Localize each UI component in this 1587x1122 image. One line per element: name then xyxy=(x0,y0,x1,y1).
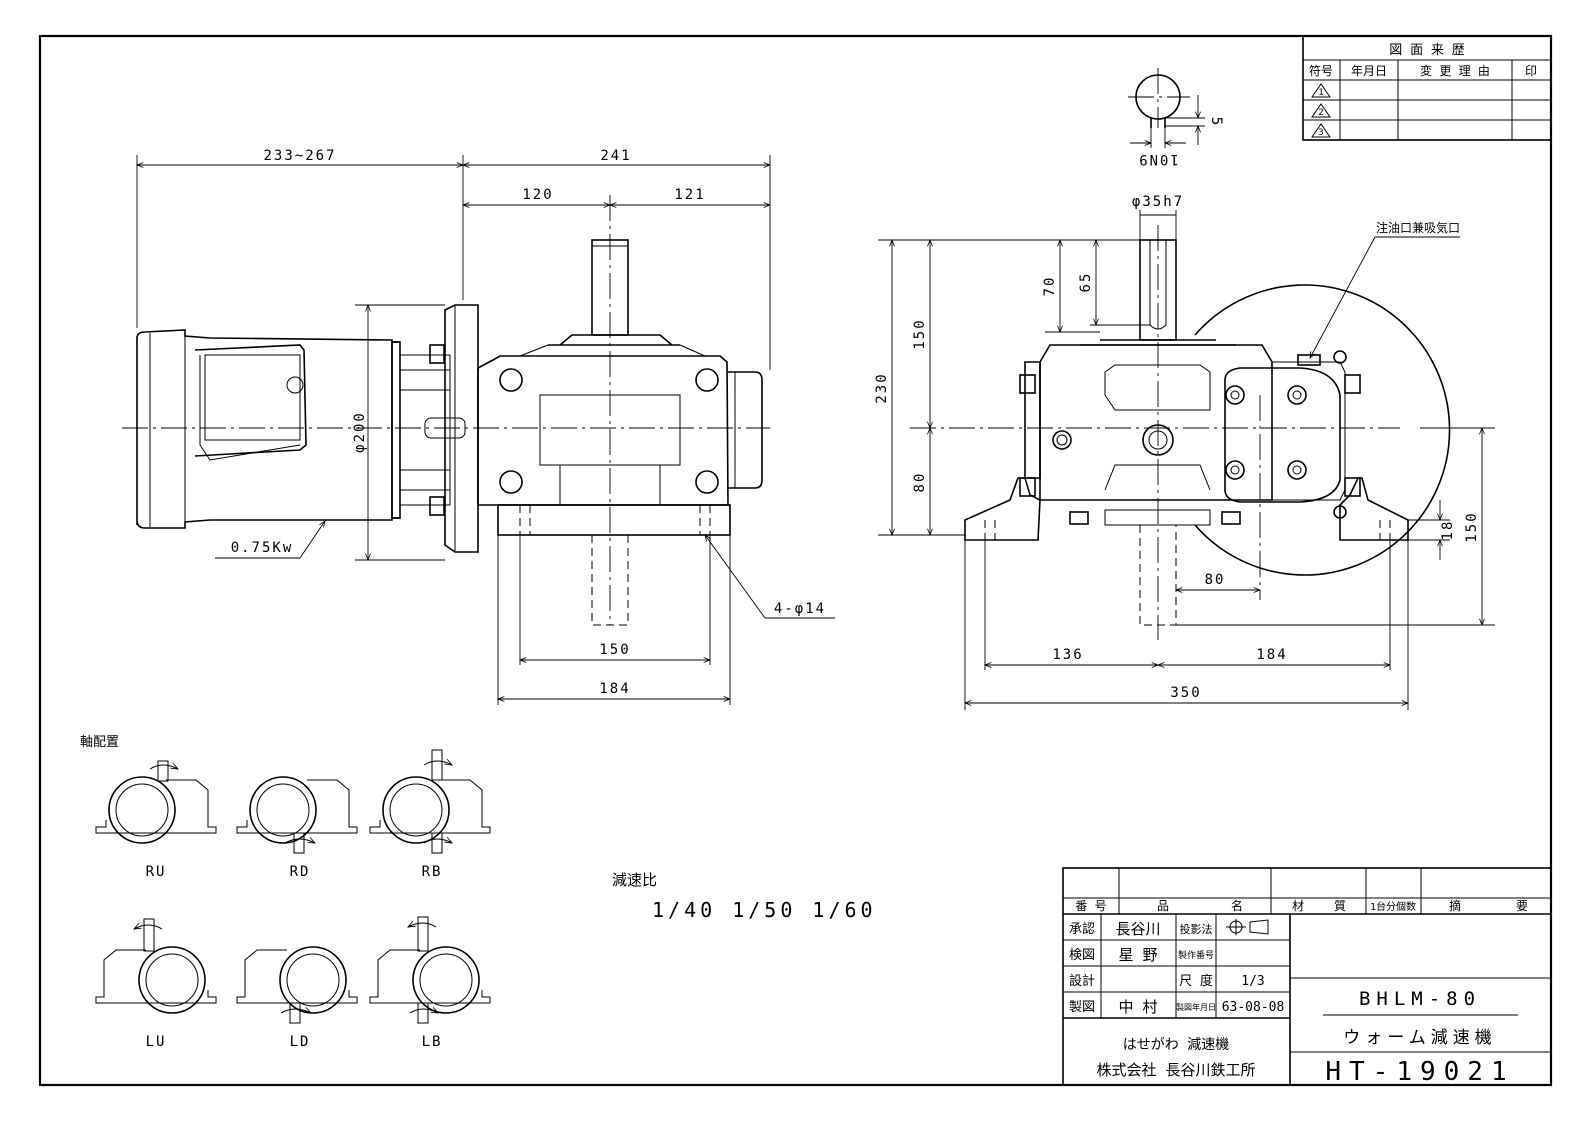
side-dimensions: 233~267 241 120 121 φ200 0.75Kw 4-φ14 xyxy=(135,148,835,705)
dim-18: 18 xyxy=(1440,520,1456,541)
col-name-2: 名 xyxy=(1231,898,1243,913)
dim-136: 136 xyxy=(1052,647,1083,663)
dim-80v: 80 xyxy=(912,472,928,493)
col-material-2: 質 xyxy=(1334,898,1346,913)
revision-title: 図 面 来 歴 xyxy=(1389,43,1464,58)
col-number: 番 号 xyxy=(1075,899,1106,913)
revision-header-reason: 変 更 理 由 xyxy=(1420,63,1490,78)
dim-key-height: 5 xyxy=(1208,117,1224,127)
shaft-arrangement: 軸配置 RU RD RB xyxy=(80,735,491,1050)
arrangement-label-rd: RD xyxy=(290,864,311,880)
shaft-key-detail: 5 10N9 xyxy=(1128,68,1224,167)
dim-motor-dia: φ200 xyxy=(352,411,368,453)
revision-header-seal: 印 xyxy=(1525,64,1537,78)
draw-name: 中 村 xyxy=(1118,998,1157,1016)
arrangement-ru xyxy=(95,760,217,844)
side-view: 233~267 241 120 121 φ200 0.75Kw 4-φ14 xyxy=(122,148,835,705)
dim-key-width: 10N9 xyxy=(1137,151,1179,167)
date-label: 製図年月日 xyxy=(1176,1002,1216,1012)
col-quantity: 1台分個数 xyxy=(1370,900,1416,913)
dim-shaft-dia: φ35h7 xyxy=(1132,194,1184,210)
motor-power: 0.75Kw xyxy=(231,540,294,556)
sheet-border xyxy=(38,34,1553,1087)
revision-table: 図 面 来 歴 符号 年月日 変 更 理 由 印 1 2 3 xyxy=(1302,35,1552,141)
oil-port-label: 注油口兼吸気口 xyxy=(1376,220,1460,235)
revision-mark-1: 1 xyxy=(1311,83,1331,98)
revision-header-date: 年月日 xyxy=(1351,64,1387,78)
dim-65: 65 xyxy=(1078,272,1094,293)
revision-mark-3-num: 3 xyxy=(1318,128,1323,138)
revision-mark-2-num: 2 xyxy=(1318,108,1323,118)
scale-value: 1/3 xyxy=(1241,974,1264,989)
approve-name: 長谷川 xyxy=(1115,920,1160,938)
arrangement-label-lb: LB xyxy=(422,1034,443,1050)
arrangement-ld xyxy=(236,946,358,1024)
reduction-values: 1/40 1/50 1/60 xyxy=(652,898,877,922)
draw-label: 製図 xyxy=(1069,1000,1095,1015)
brand-text: はせがわ 減速機 xyxy=(1123,1036,1229,1053)
dim-184-right: 184 xyxy=(1256,647,1287,663)
approve-label: 承認 xyxy=(1069,921,1095,937)
motor xyxy=(136,304,479,553)
drawing-number: HT-19021 xyxy=(1325,1057,1514,1087)
scale-label: 尺 度 xyxy=(1179,973,1213,989)
arrangement-label-lu: LU xyxy=(146,1034,167,1050)
dim-80h: 80 xyxy=(1205,572,1226,588)
dim-230: 230 xyxy=(874,372,890,403)
revision-mark-3: 3 xyxy=(1311,123,1331,138)
dim-holes: 4-φ14 xyxy=(774,601,826,617)
check-name: 星 野 xyxy=(1118,946,1157,964)
arrangement-lb xyxy=(369,916,491,1024)
dim-350: 350 xyxy=(1170,685,1201,701)
reduction-ratio: 減速比 1/40 1/50 1/60 xyxy=(612,871,877,922)
revision-mark-2: 2 xyxy=(1311,103,1331,118)
company-name: 株式会社 長谷川鉄工所 xyxy=(1096,1061,1255,1079)
gearbox-side xyxy=(477,239,763,626)
dim-gear-width: 241 xyxy=(600,148,631,164)
col-material: 材 xyxy=(1292,899,1304,913)
design-label: 設計 xyxy=(1069,973,1095,989)
col-name: 品 xyxy=(1157,899,1169,913)
projection-label: 投影法 xyxy=(1180,922,1213,936)
dim-70: 70 xyxy=(1042,276,1058,297)
revision-mark-1-num: 1 xyxy=(1318,88,1323,98)
arrangement-label-ld: LD xyxy=(290,1034,311,1050)
dim-150v: 150 xyxy=(912,318,928,349)
reduction-title: 減速比 xyxy=(612,871,657,889)
front-view: φ35h7 70 65 230 150 80 80 18 150 xyxy=(874,194,1495,710)
projection-symbol-icon xyxy=(1226,919,1269,935)
arrangement-label-ru: RU xyxy=(146,864,167,880)
date-value: 63-08-08 xyxy=(1222,1000,1285,1015)
dim-motor-length: 233~267 xyxy=(263,148,336,164)
col-remarks-2: 要 xyxy=(1516,899,1528,913)
dim-base-outer: 184 xyxy=(599,681,630,697)
dim-base-inner: 150 xyxy=(599,642,630,658)
check-label: 検図 xyxy=(1069,948,1095,963)
serial-label: 製作番号 xyxy=(1178,949,1214,961)
arrangement-rd xyxy=(236,776,358,854)
product-name: ウォーム減速機 xyxy=(1343,1028,1497,1048)
arrangement-lu xyxy=(95,918,217,1014)
arrangement-label-rb: RB xyxy=(422,864,443,880)
arrangement-rb xyxy=(369,749,491,854)
shaft-arrangement-title: 軸配置 xyxy=(80,735,119,750)
col-remarks: 摘 xyxy=(1449,898,1461,913)
dim-right-half: 121 xyxy=(674,187,705,203)
title-block: 番 号 品 名 材 質 1台分個数 摘 要 承認 長谷川 投影法 検図 星 野 … xyxy=(1062,867,1552,1087)
dim-150-right: 150 xyxy=(1464,511,1480,542)
revision-header-symbol: 符号 xyxy=(1309,63,1333,78)
dim-left-half: 120 xyxy=(522,187,553,203)
model-name: BHLM-80 xyxy=(1359,988,1481,1010)
